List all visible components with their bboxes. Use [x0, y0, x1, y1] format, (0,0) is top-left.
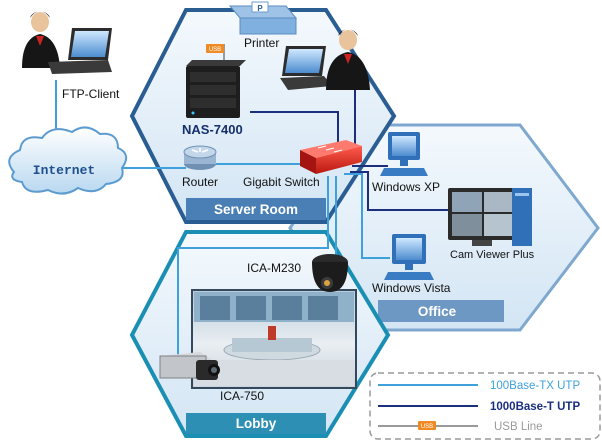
- server-room-zone-tab: [186, 198, 326, 220]
- person-head: [31, 12, 49, 32]
- ica-m230-label: ICA-M230: [247, 261, 301, 275]
- windows-vista-label: Windows Vista: [372, 281, 451, 295]
- windows-xp-pc: Windows XP: [372, 132, 440, 194]
- lobby-photo: [191, 289, 357, 389]
- ftp-client: FTP-Client: [22, 11, 120, 101]
- line-switch-camviewer: [350, 171, 452, 211]
- legend: 100Base-TX UTP 1000Base-T UTP USB USB Li…: [369, 372, 601, 440]
- office-zone-label: Office: [418, 304, 457, 319]
- switch-label: Gigabit Switch: [243, 175, 320, 189]
- legend-usb-tag: [418, 421, 436, 430]
- server-room-zone-label: Server Room: [214, 202, 298, 217]
- legend-label-1000: 1000Base-T UTP: [490, 401, 580, 413]
- line-switch-vista: [344, 173, 390, 259]
- legend-label-100: 100Base-TX UTP: [490, 380, 580, 392]
- line-switch-ica750: [177, 176, 329, 360]
- usb-tag-printer: USB: [206, 44, 224, 53]
- line-nas-switch: [250, 111, 339, 146]
- nas-7400: NAS-7400: [182, 60, 246, 137]
- internet-cloud: Internet: [8, 126, 128, 195]
- lobby-zone-tab: [186, 413, 326, 434]
- cam-viewer-plus: Cam Viewer Plus: [448, 188, 535, 261]
- server-laptop-screen: [285, 49, 323, 73]
- ica-750-camera: ICA-750: [159, 352, 264, 403]
- printer-label: Printer: [244, 36, 279, 50]
- cam-viewer-tower: [512, 188, 532, 246]
- windows-xp-label: Windows XP: [372, 180, 440, 194]
- router-label: Router: [182, 175, 218, 189]
- usb-tag-label: USB: [209, 47, 221, 53]
- legend-label-usb: USB Line: [494, 421, 543, 433]
- printer-paper: [251, 1, 269, 13]
- router: Router: [182, 145, 218, 189]
- ftp-client-label: FTP-Client: [62, 87, 120, 101]
- cam-viewer-label: Cam Viewer Plus: [450, 249, 535, 261]
- office-zone-tab: [378, 300, 504, 322]
- printer-logo: P: [257, 4, 263, 13]
- ica-m230-camera: ICA-M230: [247, 254, 348, 292]
- gigabit-switch: Gigabit Switch: [243, 140, 362, 189]
- legend-usb-tag-label: USB: [421, 424, 433, 430]
- windows-vista-pc: Windows Vista: [372, 234, 451, 295]
- server-room-user: [280, 29, 370, 90]
- ica-750-label: ICA-750: [220, 389, 264, 403]
- laptop-screen: [71, 31, 109, 57]
- lobby-zone-label: Lobby: [236, 416, 277, 431]
- printer: P Printer: [228, 1, 298, 50]
- person-body: [22, 34, 60, 68]
- internet-label: Internet: [33, 163, 95, 178]
- connection-lines: [55, 44, 452, 360]
- laptop-base: [48, 60, 112, 74]
- nas-label: NAS-7400: [182, 122, 243, 137]
